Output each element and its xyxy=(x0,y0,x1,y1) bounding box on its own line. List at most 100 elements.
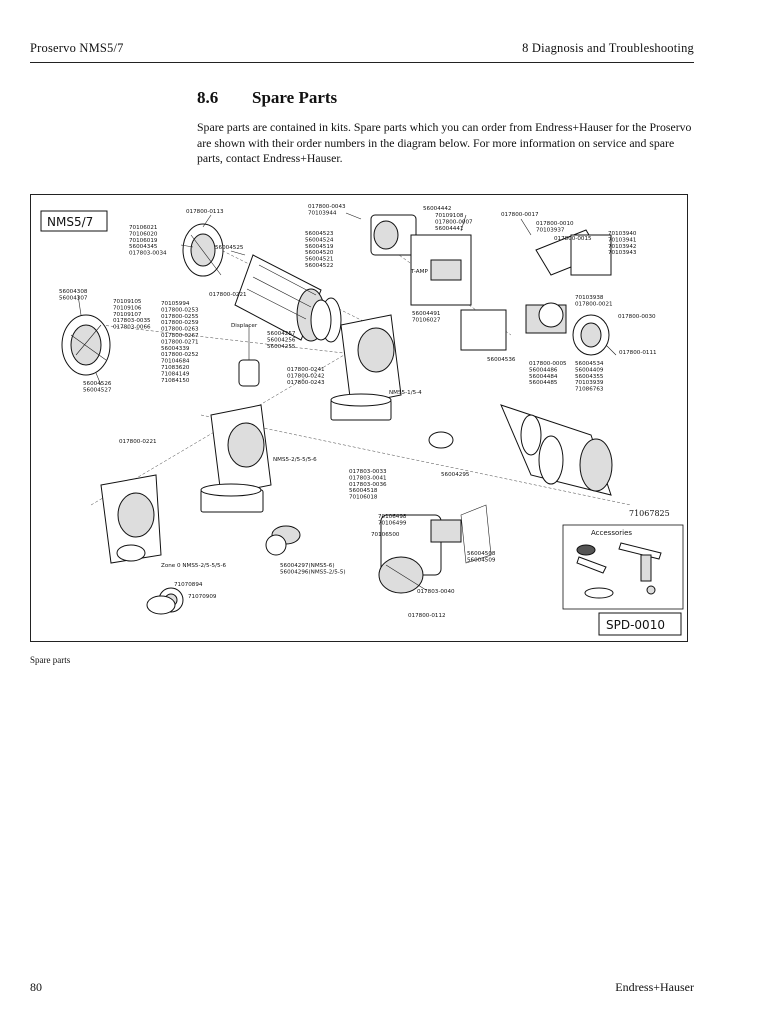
callout-line: 70105994 xyxy=(161,301,190,307)
callout-line: 70106021 xyxy=(129,225,158,231)
callout-line: 70109108 xyxy=(435,213,464,219)
callout-line: 017800-0252 xyxy=(161,352,199,358)
callout-line: 70103944 xyxy=(308,210,337,216)
callout-line: 56004485 xyxy=(529,380,558,386)
callout-line: 56004296(NMS5-2/5-5) xyxy=(280,569,346,575)
callout: NMS5-1/5-4 xyxy=(389,390,422,396)
section-number: 8.6 xyxy=(197,88,219,107)
callout-line: 017800-0010 xyxy=(536,221,574,227)
header-rule xyxy=(30,62,694,63)
page-number: 80 xyxy=(30,980,42,994)
model-label: NMS5/7 xyxy=(47,215,93,229)
callout-line: 017803-0036 xyxy=(349,482,387,488)
callout-line: 70103939 xyxy=(575,380,604,386)
accessories-box xyxy=(562,524,684,610)
accessory-parts xyxy=(576,542,662,599)
callout: 71070894 xyxy=(174,582,203,588)
callout: 56004442 xyxy=(423,206,451,212)
callout-line: 017800-0242 xyxy=(287,373,325,379)
callout-line: 56004522 xyxy=(305,263,333,269)
callout-line: 70106019 xyxy=(129,238,158,244)
callout-line: 56004521 xyxy=(305,257,334,263)
model-label-box xyxy=(40,210,108,232)
callout-line: 56004524 xyxy=(305,237,334,243)
callout-line: 71086763 xyxy=(575,387,604,393)
callout-line: 70106027 xyxy=(412,317,441,323)
callout-line: 017803-0041 xyxy=(349,475,387,481)
front-cover-part xyxy=(182,223,224,277)
callout-line: 56004297(NMS5-6) xyxy=(280,563,335,569)
drawing-id: SPD-0010 xyxy=(606,618,665,632)
callout-line: 71084149 xyxy=(161,371,190,377)
callout: 017800-0113 xyxy=(186,209,224,215)
callout-line: 70109107 xyxy=(113,312,142,318)
callout: 017800-0111 xyxy=(619,350,657,356)
running-header-chapter: 8 Diagnosis and Troubleshooting xyxy=(522,41,694,55)
callout-line: 56004526 xyxy=(83,381,112,387)
callout: 017800-0112 xyxy=(408,613,446,619)
callout-line: 56004355 xyxy=(575,374,604,380)
callout-line: 017800-0043 xyxy=(308,204,346,210)
callout-line: 56004520 xyxy=(305,250,334,256)
seal-rings xyxy=(146,299,454,615)
accessories-label: Accessories xyxy=(591,529,632,537)
figure-caption: Spare parts xyxy=(30,655,71,665)
callout-line: 017800-0253 xyxy=(161,307,199,313)
callout-line: 56004491 xyxy=(412,311,441,317)
callout-line: 56004339 xyxy=(161,346,190,352)
callout-line: 56004527 xyxy=(83,387,112,393)
callout-line: 56004308 xyxy=(59,289,88,295)
section-title: Spare Parts xyxy=(252,88,338,107)
callout-line: 70103942 xyxy=(608,244,636,250)
callout-line: 71083620 xyxy=(161,365,190,371)
callout-line: 56004534 xyxy=(575,361,604,367)
callout-line: 70106018 xyxy=(349,495,378,501)
accessories-number: 71067825 xyxy=(629,509,670,518)
rear-cover-part xyxy=(61,314,111,376)
callout-line: 70103943 xyxy=(608,250,637,256)
drawing-id-box xyxy=(598,612,682,636)
callout-line: 56004508 xyxy=(467,551,496,557)
callout-line: 017800-0007 xyxy=(435,219,473,225)
callout-line: 70106020 xyxy=(129,231,158,237)
callout-line: 56004518 xyxy=(349,488,378,494)
callout-line: 017803-0035 xyxy=(113,318,151,324)
callout-line: 017800-0005 xyxy=(529,361,567,367)
callout-line: 56004307 xyxy=(59,295,88,301)
electronics-housing xyxy=(500,404,613,496)
callout-line: 017803-0034 xyxy=(129,251,167,257)
callout: 017800-0221 xyxy=(119,439,157,445)
callout: NMS5-2/5-5/5-6 xyxy=(273,457,317,463)
callout: 017800-0015 xyxy=(554,236,592,242)
callout-line: 70104684 xyxy=(161,359,190,365)
callout-line: 70109106 xyxy=(113,305,142,311)
callout: 70106500 xyxy=(371,532,400,538)
callout-line: 56004409 xyxy=(575,367,604,373)
housing-nms5-2 xyxy=(200,404,272,513)
callout-line: 56004519 xyxy=(305,244,334,250)
callout-line: 56004257 xyxy=(267,331,296,337)
callout: 017803-0040 xyxy=(417,589,455,595)
callout-line: 56004509 xyxy=(467,557,496,563)
callout: 56004295 xyxy=(441,472,470,478)
footer-brand: Endress+Hauser xyxy=(615,980,694,994)
callout-line: 017800-0267 xyxy=(161,333,199,339)
callout-line: 56004484 xyxy=(529,374,558,380)
callout-line: 56004486 xyxy=(529,367,558,373)
